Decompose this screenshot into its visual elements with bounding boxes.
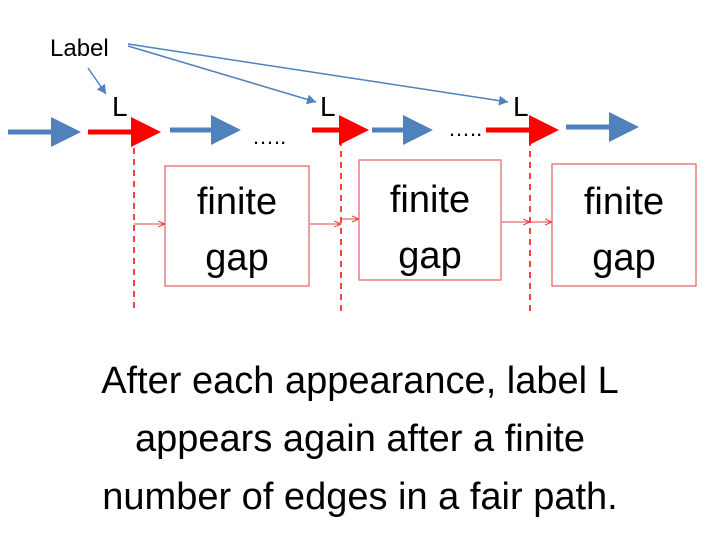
finite-gap-box-1-line1: finite: [197, 181, 277, 223]
caption-line-1: After each appearance, label L: [101, 360, 619, 402]
finite-gap-box-2-line2: gap: [398, 235, 461, 277]
callout-line-3: [127, 43, 509, 106]
caption-line-2: appears again after a finite: [135, 418, 585, 460]
label-callout-text: Label: [50, 35, 109, 62]
caption: After each appearance, label L appears a…: [20, 352, 700, 526]
finite-gap-box-1: finite gap: [164, 165, 310, 287]
ellipsis-2: …..: [448, 116, 482, 141]
ellipsis-1: …..: [252, 124, 286, 149]
finite-gap-box-2: finite gap: [358, 159, 502, 281]
finite-gap-box-3-line2: gap: [592, 237, 655, 279]
label-l-2: L: [320, 91, 336, 122]
finite-gap-box-3: finite gap: [551, 163, 697, 287]
finite-gap-box-3-line1: finite: [584, 181, 664, 223]
label-l-1: L: [112, 91, 128, 122]
callout-line-2: [127, 45, 317, 105]
callout-line-1: [87, 67, 107, 95]
label-l-3: L: [513, 91, 529, 122]
finite-gap-box-1-line2: gap: [205, 237, 268, 279]
finite-gap-box-2-line1: finite: [390, 179, 470, 221]
caption-line-3: number of edges in a fair path.: [102, 476, 618, 518]
